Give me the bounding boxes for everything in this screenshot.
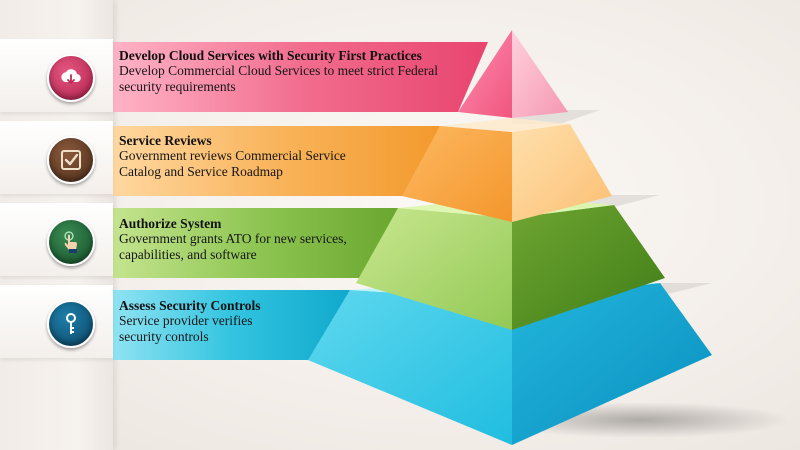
- tier-orange-left-face: [402, 126, 512, 222]
- layer-1-text: Develop Cloud Services with Security Fir…: [115, 46, 445, 112]
- tier-green-left-face: [356, 208, 512, 330]
- tier-orange-top: [440, 118, 570, 132]
- tier-green-right-face: [512, 205, 665, 330]
- key-icon: [47, 300, 95, 348]
- layer-2-title: Service Reviews: [119, 133, 212, 148]
- band-blue: [113, 290, 350, 360]
- checkbox-icon: [47, 136, 95, 184]
- layer-4-description: Service provider verifies security contr…: [119, 313, 253, 344]
- layer-2-icon-panel: [0, 121, 113, 194]
- band-pink: [113, 42, 488, 112]
- tier-orange-right-face: [512, 124, 612, 222]
- layer-4-icon-panel: [0, 285, 113, 358]
- tier-pink-right-face: [512, 30, 568, 118]
- layer-3-icon-panel: [0, 203, 113, 276]
- tier-blue-left-face: [308, 290, 512, 445]
- tier-blue-right-face: [512, 283, 712, 445]
- layer-1-description: Develop Commercial Cloud Services to mee…: [119, 63, 439, 94]
- layer-1-title: Develop Cloud Services with Security Fir…: [119, 48, 422, 63]
- layer-2-text: Service Reviews Government reviews Comme…: [115, 131, 445, 197]
- band-green: [113, 208, 398, 278]
- layer-4-text: Assess Security Controls Service provide…: [115, 296, 445, 362]
- cloud-download-icon: [47, 54, 95, 102]
- finger-touch-icon: [47, 218, 95, 266]
- layer-4-title: Assess Security Controls: [119, 298, 261, 313]
- layer-2-description: Government reviews Commercial Service Ca…: [119, 148, 346, 179]
- band-orange: [113, 126, 440, 196]
- tier-pink-left-face: [458, 30, 512, 118]
- layer-1-icon-panel: [0, 39, 113, 112]
- layer-3-description: Government grants ATO for new services, …: [119, 231, 347, 262]
- layer-3-title: Authorize System: [119, 216, 222, 231]
- layer-3-text: Authorize System Government grants ATO f…: [115, 214, 445, 280]
